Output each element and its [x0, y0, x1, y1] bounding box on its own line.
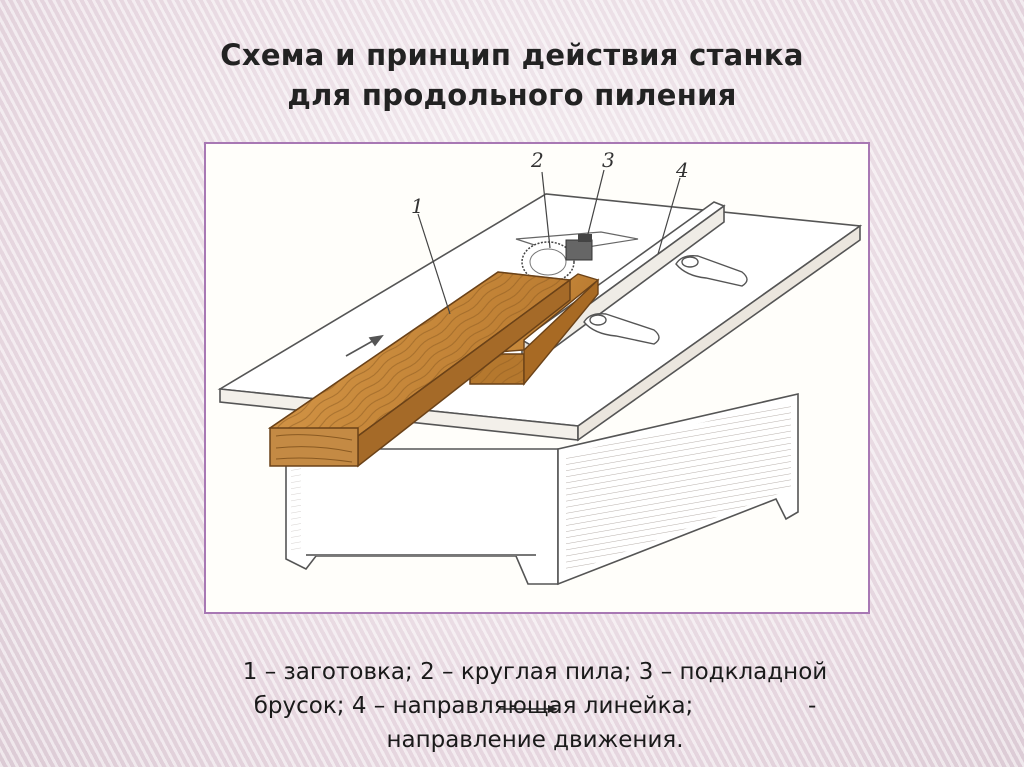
callout-2: 2	[531, 148, 544, 172]
saw-machine-figure: 1 2 3 4	[204, 142, 870, 614]
base-shading	[566, 402, 791, 574]
caption-line-2-text: брусок; 4 – направляющая линейка;	[253, 693, 694, 719]
circular-saw	[521, 234, 593, 283]
saw-machine-drawing	[217, 169, 863, 586]
workpiece	[267, 271, 572, 468]
caption-line-1: 1 – заготовка; 2 – круглая пила; 3 – под…	[242, 659, 828, 685]
motion-direction-arrow	[500, 705, 558, 713]
feed-direction-arrow	[345, 334, 384, 357]
title-line-1: Схема и принцип действия станка	[220, 38, 804, 72]
callout-1: 1	[411, 194, 424, 218]
caption-line-3: направление движения.	[386, 727, 684, 753]
callout-leaders	[417, 169, 681, 315]
caption-dash: -	[807, 693, 817, 719]
rail-clamp	[583, 254, 748, 345]
caption-line-2: брусок; 4 – направляющая линейка; -	[150, 689, 920, 723]
title-line-2: для продольного пиления	[287, 78, 737, 112]
slide-title: Схема и принцип действия станка для прод…	[0, 35, 1024, 115]
figure-caption: 1 – заготовка; 2 – круглая пила; 3 – под…	[150, 655, 920, 757]
callout-4: 4	[676, 158, 689, 182]
callout-3: 3	[602, 148, 615, 172]
